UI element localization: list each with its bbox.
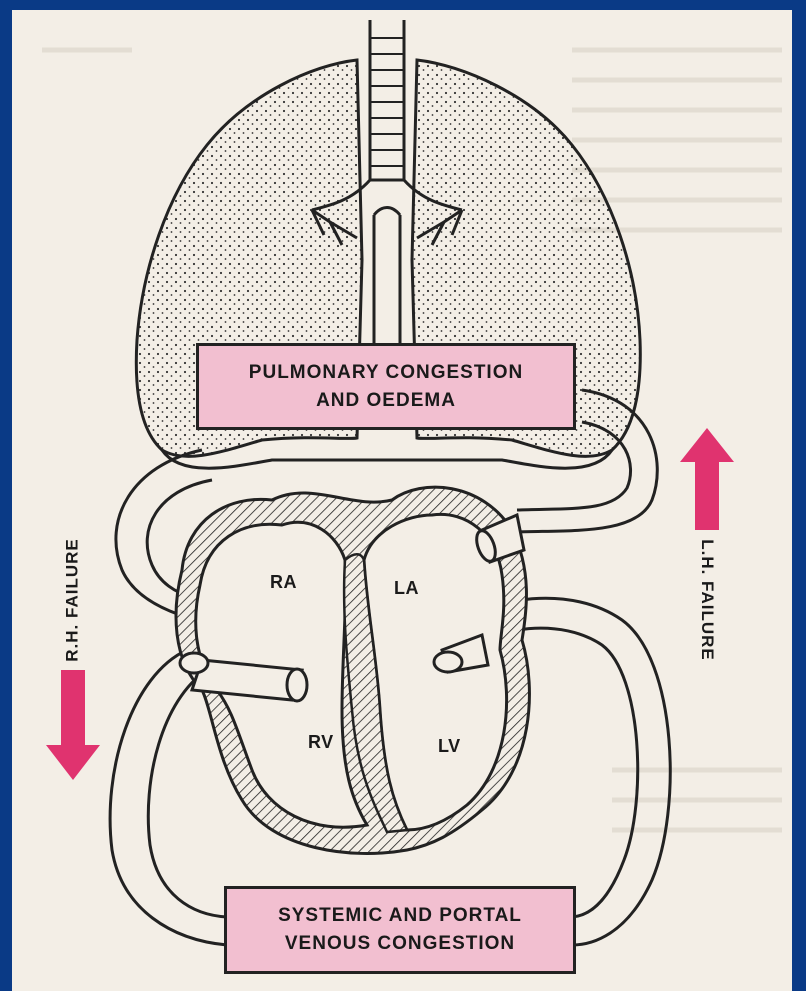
diagram-page: RA LA RV LV PULMONARY CONGESTION AND OED…	[12, 10, 792, 991]
label-rv: RV	[308, 732, 334, 753]
rh-failure-arrow	[46, 670, 100, 780]
trachea	[370, 20, 404, 180]
rh-failure-label: R.H. FAILURE	[63, 538, 83, 661]
lung-base-band	[162, 450, 612, 468]
lh-failure-label: L.H. FAILURE	[697, 539, 717, 661]
systemic-box-line1: SYSTEMIC AND PORTAL	[278, 902, 522, 930]
label-lv: LV	[438, 736, 461, 757]
systemic-box-line2: VENOUS CONGESTION	[285, 930, 515, 958]
label-la: LA	[394, 578, 419, 599]
lh-failure-arrow	[680, 428, 734, 530]
label-ra: RA	[270, 572, 297, 593]
pulmonary-box-line1: PULMONARY CONGESTION	[249, 359, 523, 387]
pulmonary-trunk	[374, 208, 400, 346]
pulmonary-box-line2: AND OEDEMA	[316, 387, 456, 415]
pulmonary-congestion-box: PULMONARY CONGESTION AND OEDEMA	[196, 343, 576, 430]
systemic-venous-congestion-box: SYSTEMIC AND PORTAL VENOUS CONGESTION	[224, 886, 576, 974]
heart-failure-diagram	[12, 10, 792, 991]
